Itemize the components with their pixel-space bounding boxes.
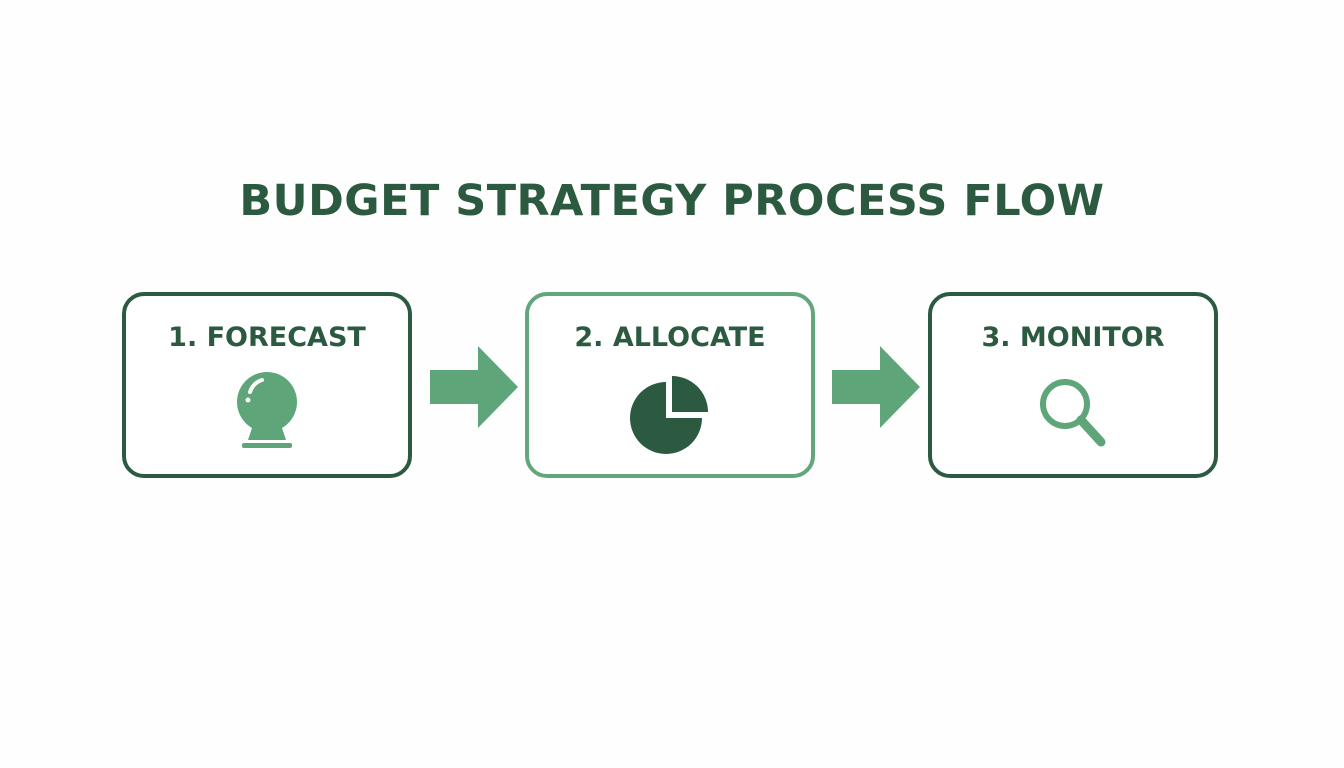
step-label: 1. FORECAST — [168, 322, 366, 353]
step-label: 2. ALLOCATE — [574, 322, 766, 353]
step-monitor: 3. MONITOR — [928, 292, 1218, 478]
diagram-title: BUDGET STRATEGY PROCESS FLOW — [239, 176, 1105, 226]
arrow-right-icon — [430, 346, 518, 432]
magnifying-glass-icon — [1031, 372, 1115, 460]
arrow-right-icon — [832, 346, 920, 432]
step-forecast: 1. FORECAST — [122, 292, 412, 478]
step-label: 3. MONITOR — [981, 322, 1165, 353]
pie-chart-icon — [628, 372, 712, 460]
crystal-ball-icon — [232, 370, 302, 454]
step-allocate: 2. ALLOCATE — [525, 292, 815, 478]
